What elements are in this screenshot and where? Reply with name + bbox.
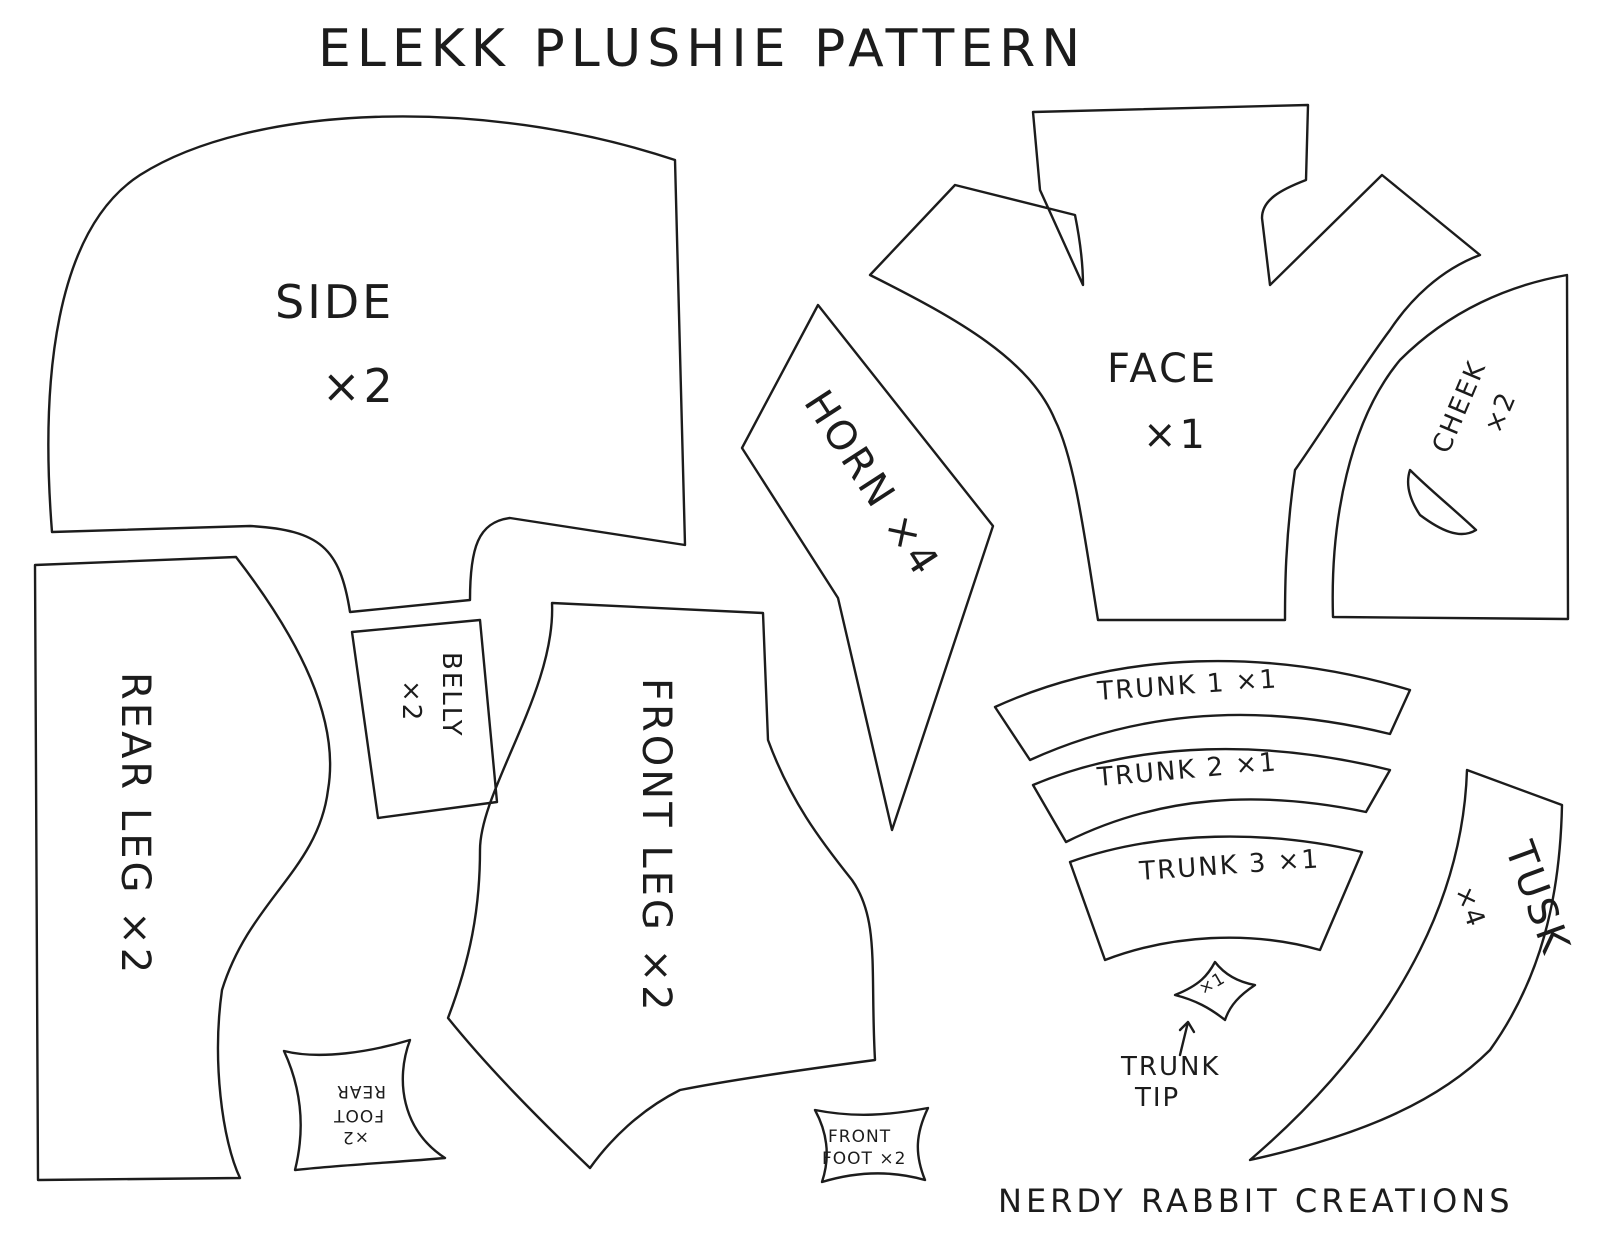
- side-outline: [47, 115, 687, 614]
- rear-leg-outline: [33, 555, 332, 1182]
- trunk-tip-piece: ×1 TRUNK TIP: [1120, 960, 1257, 1113]
- horn-piece: HORN ×4: [740, 303, 995, 832]
- side-name: SIDE: [275, 275, 394, 329]
- face-outline: [868, 103, 1482, 622]
- front-leg-label: FRONT LEG ×2: [633, 678, 679, 1014]
- cheek-eye-marking: [1406, 468, 1478, 536]
- front-foot-name-1: FRONT: [828, 1127, 891, 1147]
- credit-text: NERDY RABBIT CREATIONS: [998, 1182, 1514, 1220]
- side-piece: SIDE ×2: [47, 115, 687, 614]
- face-piece: FACE ×1: [868, 103, 1482, 622]
- tusk-name: TUSK: [1495, 835, 1579, 962]
- side-count: ×2: [322, 359, 396, 413]
- front-leg-outline: [446, 601, 877, 1170]
- pattern-title: ELEKK PLUSHIE PATTERN: [318, 19, 1086, 79]
- cheek-count: ×2: [1479, 387, 1523, 438]
- tusk-outline: [1248, 768, 1564, 1162]
- cheek-piece: CHEEK ×2: [1331, 273, 1570, 621]
- cheek-outline: [1331, 273, 1570, 621]
- trunk-1-piece: TRUNK 1 ×1: [993, 659, 1412, 762]
- rear-foot-piece: ×2 FOOT REAR: [282, 1038, 447, 1172]
- trunk-3-piece: TRUNK 3 ×1: [1068, 835, 1364, 962]
- horn-outline: [740, 303, 995, 832]
- belly-outline: [350, 618, 499, 820]
- tusk-count: ×4: [1448, 882, 1491, 932]
- belly-count: ×2: [396, 680, 426, 722]
- front-foot-outline: [813, 1106, 930, 1184]
- face-name: FACE: [1107, 346, 1218, 392]
- trunk-tip-outline: [1173, 960, 1257, 1022]
- trunk-1-label: TRUNK 1 ×1: [1095, 664, 1279, 707]
- trunk-2-label: TRUNK 2 ×1: [1095, 747, 1279, 793]
- trunk-2-piece: TRUNK 2 ×1: [1031, 747, 1392, 844]
- trunk-2-outline: [1031, 747, 1392, 844]
- front-foot-piece: FRONT FOOT ×2: [813, 1106, 930, 1184]
- trunk-1-outline: [993, 659, 1412, 762]
- trunk-3-label: TRUNK 3 ×1: [1137, 844, 1321, 887]
- trunk-3-outline: [1068, 835, 1364, 962]
- tusk-piece: TUSK ×4: [1248, 768, 1579, 1162]
- belly-name: BELLY: [436, 652, 466, 738]
- rear-leg-piece: REAR LEG ×2: [33, 555, 332, 1182]
- front-foot-name-2: FOOT ×2: [822, 1149, 906, 1169]
- trunk-tip-name-1: TRUNK: [1120, 1052, 1220, 1082]
- front-leg-piece: FRONT LEG ×2: [446, 601, 877, 1170]
- cheek-name: CHEEK: [1427, 356, 1493, 458]
- rear-foot-name-1: REAR: [336, 1081, 386, 1101]
- trunk-tip-name-2: TIP: [1134, 1083, 1180, 1113]
- rear-foot-outline: [282, 1038, 447, 1172]
- trunk-tip-count: ×1: [1196, 968, 1229, 999]
- face-count: ×1: [1143, 412, 1208, 458]
- rear-leg-label: REAR LEG ×2: [112, 672, 158, 976]
- rear-foot-name-2: FOOT: [333, 1105, 384, 1125]
- horn-label: HORN ×4: [795, 382, 949, 585]
- belly-piece: BELLY ×2: [350, 618, 499, 820]
- rear-foot-count: ×2: [342, 1127, 369, 1147]
- trunk-tip-arrow: [1178, 1020, 1196, 1057]
